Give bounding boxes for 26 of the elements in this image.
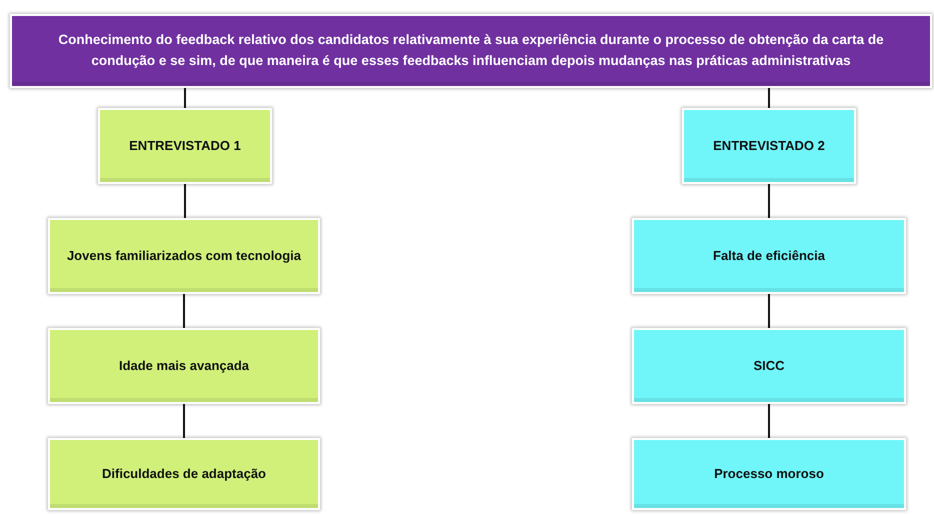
topic-box xyxy=(48,218,320,294)
connector-line xyxy=(768,88,770,108)
connector-line xyxy=(768,294,770,328)
connector-line xyxy=(183,294,185,328)
topic-box xyxy=(98,108,272,184)
connector-line xyxy=(183,404,185,438)
topic-box xyxy=(682,108,856,184)
connector-line xyxy=(184,184,186,218)
box-text: SICC xyxy=(753,356,785,375)
box-text: ENTREVISTADO 1 xyxy=(129,136,241,155)
topic-box xyxy=(632,218,906,294)
box-text: Processo moroso xyxy=(714,464,824,483)
box-text: ENTREVISTADO 2 xyxy=(713,136,825,155)
topic-box xyxy=(632,328,906,404)
box-text: Jovens familiarizados com tecnologia xyxy=(66,246,302,265)
topic-banner xyxy=(10,14,932,88)
topic-box xyxy=(48,438,320,510)
box-text: Dificuldades de adaptação xyxy=(102,464,266,483)
topic-box xyxy=(632,438,906,510)
box-text: Falta de eficiência xyxy=(713,246,825,265)
box-text: Idade mais avançada xyxy=(118,356,250,375)
connector-line xyxy=(184,88,186,108)
topic-box xyxy=(48,328,320,404)
connector-line xyxy=(768,404,770,438)
connector-line xyxy=(768,184,770,218)
box-text: Conhecimento do feedback relativo dos candidatos relativamente à sua experiência durante o processo de obtenção da carta de condução e se sim, de que maneira é que esses feedbacks influenciam depois mudanças nas práticas administrativas xyxy=(57,31,885,70)
